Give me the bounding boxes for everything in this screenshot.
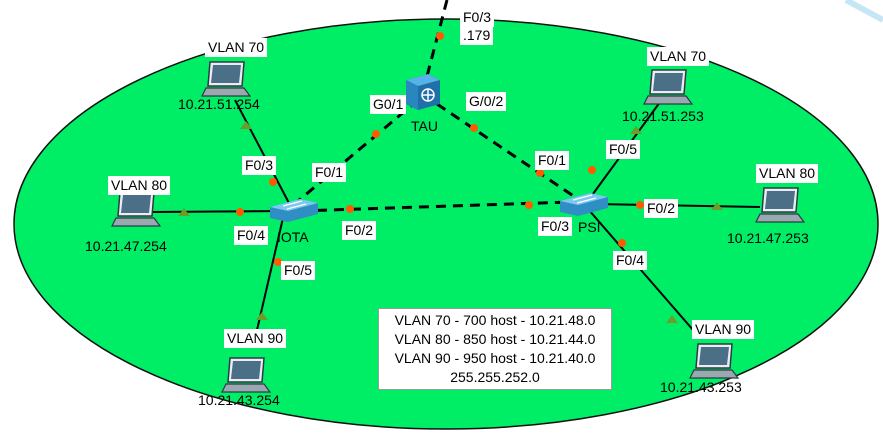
host-ip-label: 10.21.43.254 (198, 392, 280, 408)
link-iota-vlan70 (234, 99, 291, 206)
port-dot (470, 124, 478, 132)
switch-icon[interactable] (560, 193, 608, 216)
laptop-icon[interactable] (221, 357, 272, 393)
port-dot (236, 208, 244, 216)
port-label-psi-f01: F0/1 (535, 151, 570, 170)
port-label-psi-f04: F0/4 (613, 251, 648, 270)
port-label-iota-f03: F0/3 (242, 156, 277, 175)
host-vlan-label: VLAN 90 (692, 320, 755, 339)
link-iota-vlan80 (152, 210, 286, 213)
note-line: 255.255.252.0 (450, 369, 540, 385)
laptop-icon[interactable] (689, 343, 740, 379)
multilayer-switch-icon[interactable] (406, 74, 440, 110)
host-ip-label: 10.21.51.253 (622, 108, 704, 124)
host-vlan-label: VLAN 80 (108, 176, 171, 195)
port-label-tau-uplink: F0/3 (460, 8, 495, 27)
host-ip-label: 10.21.43.253 (660, 379, 742, 395)
host-ip-label: 10.21.47.253 (727, 230, 809, 246)
device-label-iota: IOTA (277, 229, 309, 245)
device-label-psi: PSI (578, 219, 601, 235)
uplink-ip-label: .179 (460, 26, 494, 45)
port-triangle (240, 121, 252, 129)
link-tau-uplink (424, 0, 449, 81)
corner-decoration (844, 0, 883, 23)
port-label-psi-f02: F0/2 (644, 199, 679, 218)
port-label-tau-g02: G/0/2 (466, 92, 507, 111)
note-line: VLAN 90 - 950 host - 10.21.40.0 (394, 350, 596, 366)
link-iota-vlan90 (256, 217, 284, 331)
switch-icon[interactable] (270, 199, 318, 222)
port-triangle (666, 315, 678, 323)
laptop-icon[interactable] (755, 187, 806, 223)
link-tau-iota (290, 98, 419, 209)
host-vlan-label: VLAN 70 (647, 47, 710, 66)
port-triangle (630, 126, 642, 134)
port-triangle (256, 312, 268, 320)
note-line: VLAN 70 - 700 host - 10.21.48.0 (394, 312, 596, 328)
host-vlan-label: VLAN 70 (205, 38, 268, 57)
port-dot (274, 258, 282, 266)
port-dot (269, 178, 277, 186)
device-label-tau: TAU (411, 118, 438, 134)
laptop-icon[interactable] (201, 61, 252, 97)
port-label-tau-g01: G0/1 (370, 95, 407, 114)
port-label-iota-f02: F0/2 (342, 221, 377, 240)
host-ip-label: 10.21.51.254 (178, 96, 260, 112)
port-label-iota-f04: F0/4 (234, 226, 269, 245)
port-dot (346, 205, 354, 213)
link-tau-psi (436, 102, 579, 201)
port-label-psi-f05: F0/5 (606, 140, 641, 159)
link-psi-vlan90 (587, 208, 701, 339)
port-indicators (178, 32, 723, 323)
network-area (13, 18, 879, 430)
laptop-icon[interactable] (111, 191, 162, 227)
port-label-iota-f01: F0/1 (312, 163, 347, 182)
port-dot (372, 130, 380, 138)
port-dot (536, 169, 544, 177)
laptop-icon[interactable] (643, 69, 694, 105)
port-dot (436, 32, 444, 40)
port-label-iota-f05: F0/5 (281, 261, 316, 280)
host-vlan-label: VLAN 80 (756, 164, 819, 183)
port-dot (588, 166, 596, 174)
port-label-psi-f03: F0/3 (538, 217, 573, 236)
port-triangle (711, 202, 723, 210)
port-triangle (178, 208, 190, 216)
port-dot (636, 201, 644, 209)
note-line: VLAN 80 - 850 host - 10.21.44.0 (394, 331, 596, 347)
port-dot (618, 239, 626, 247)
host-vlan-label: VLAN 90 (224, 329, 287, 348)
port-dot (525, 201, 533, 209)
host-ip-label: 10.21.47.254 (85, 238, 167, 254)
vlan-info-note: VLAN 70 - 700 host - 10.21.48.0 VLAN 80 … (378, 308, 612, 390)
